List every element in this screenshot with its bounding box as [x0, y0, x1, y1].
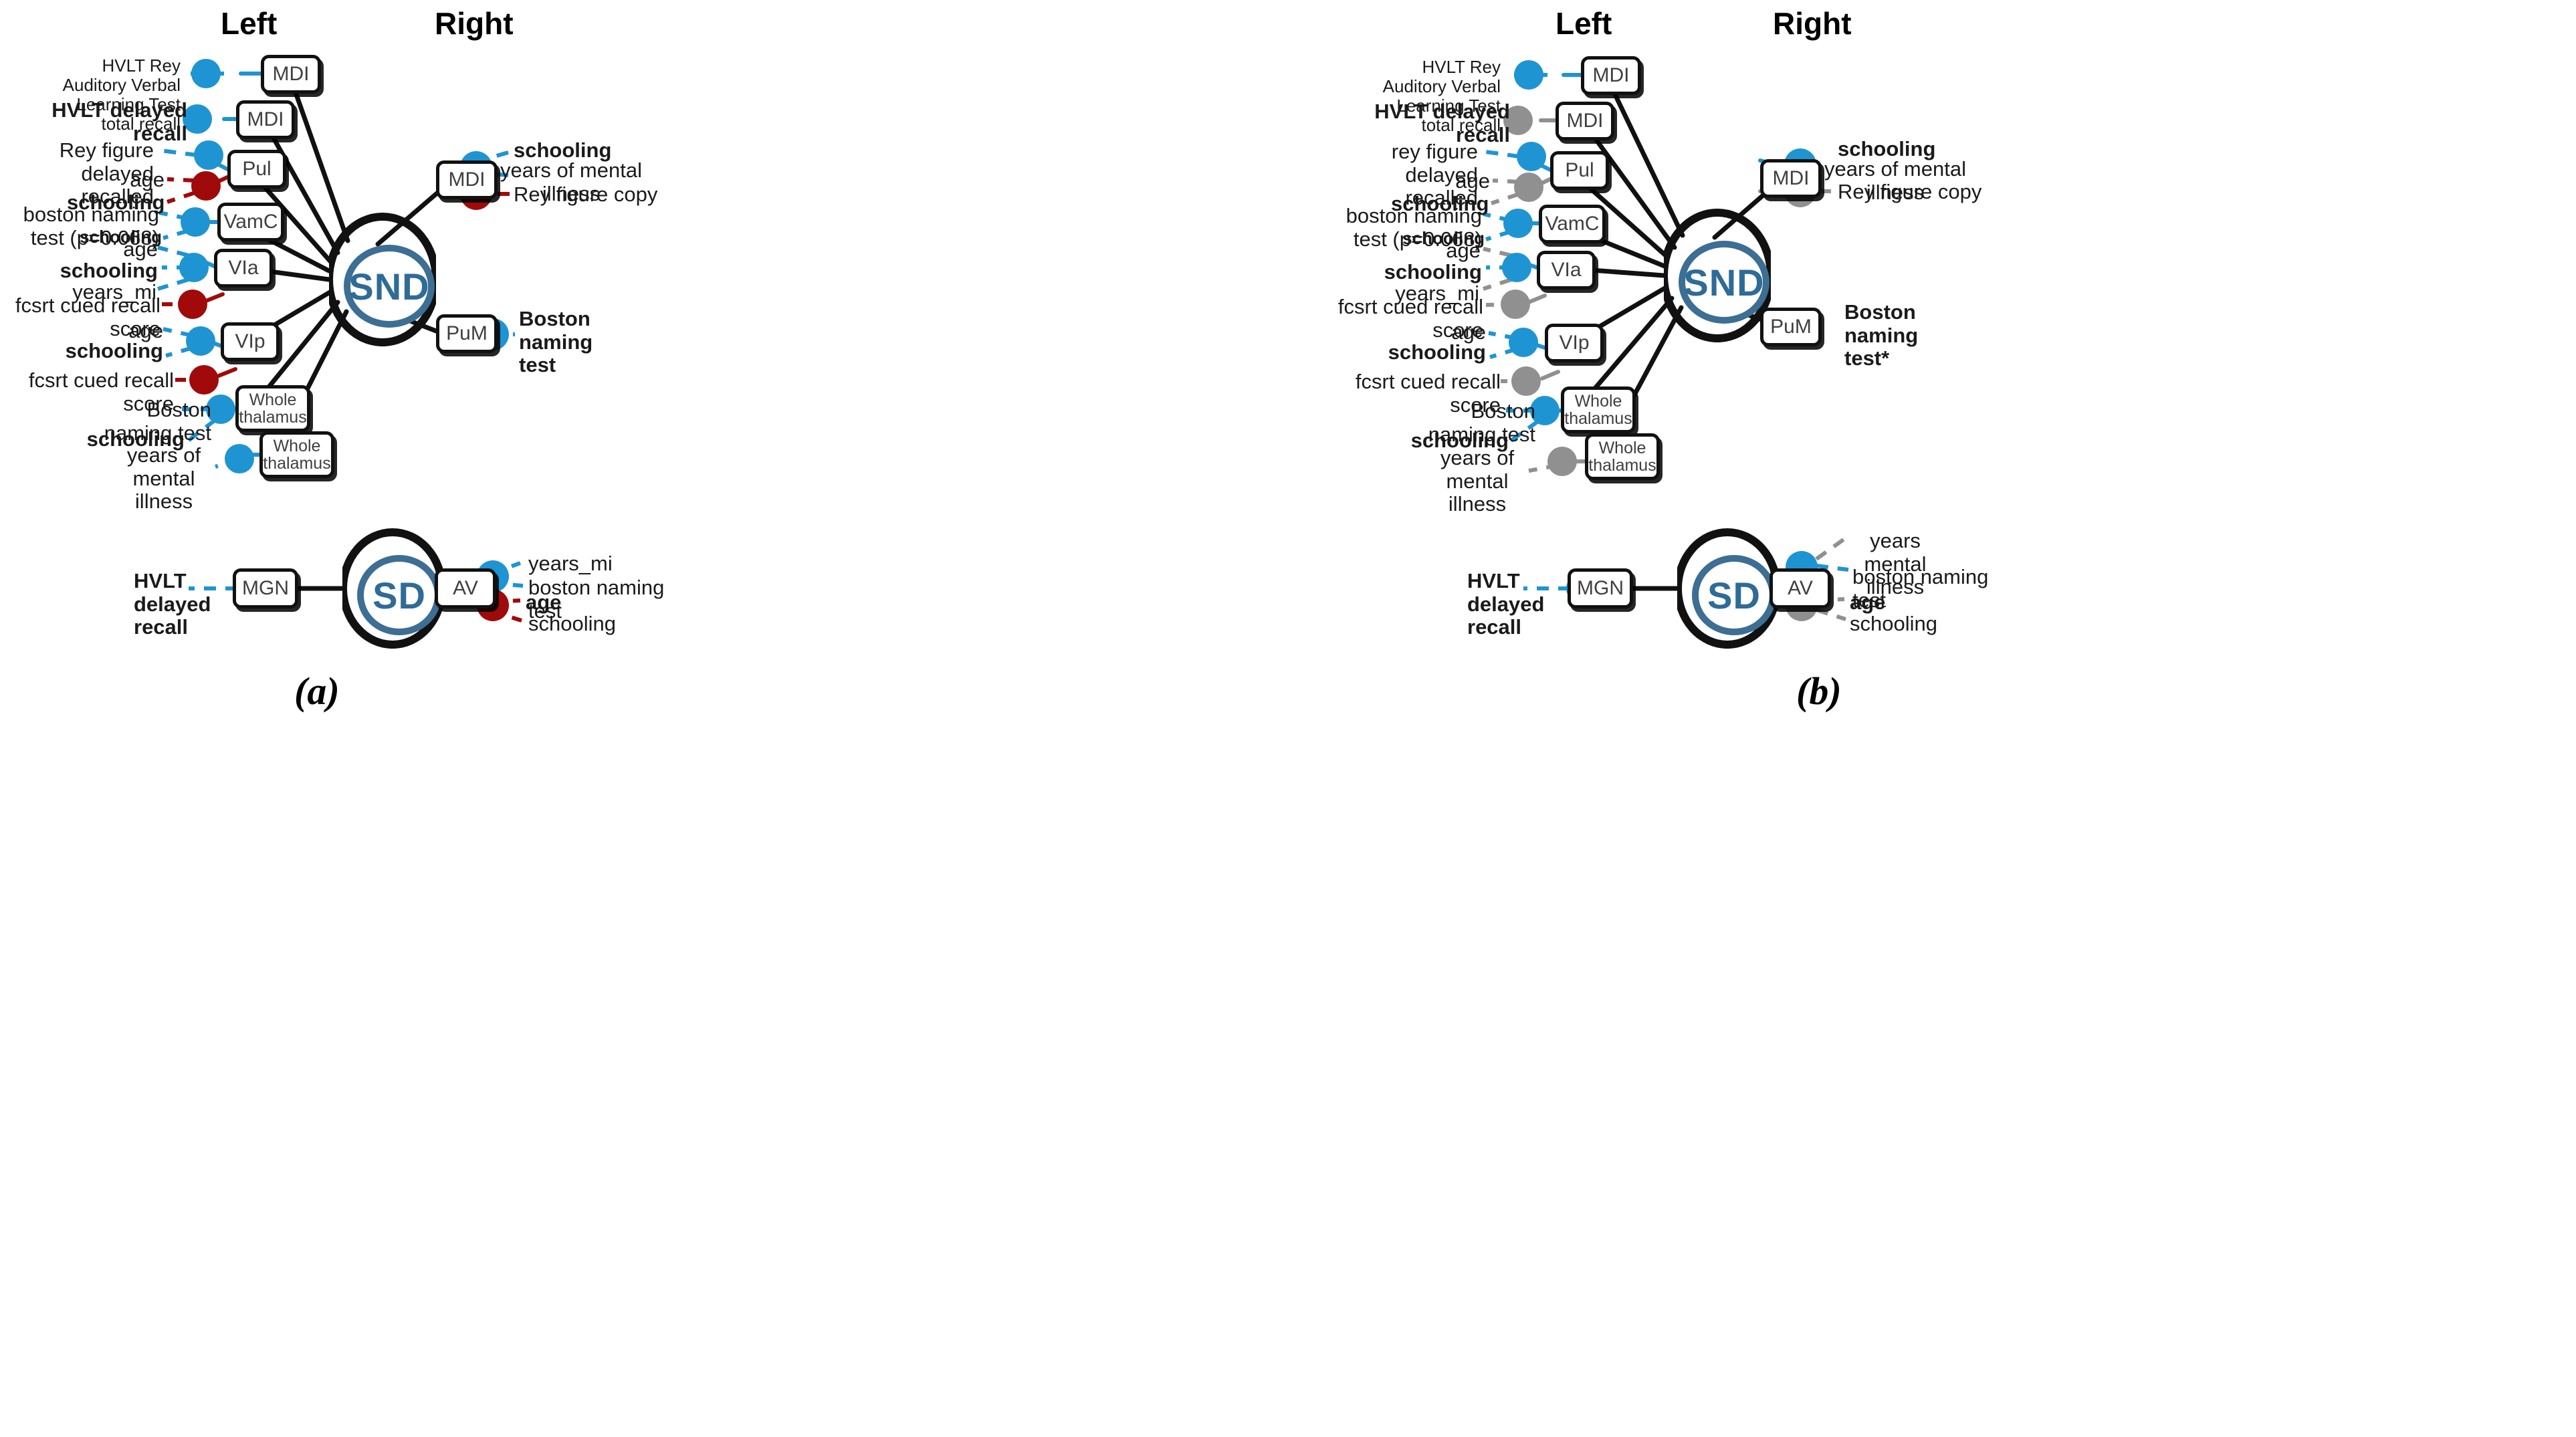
- label-a-pul1: Rey figure delayed recalled: [59, 138, 154, 209]
- box-via-b[interactable]: VIa: [1537, 251, 1596, 290]
- box-vamc-a[interactable]: VamC: [217, 203, 284, 241]
- hub-snd-b-label: SND: [1683, 261, 1765, 304]
- box-mdi-b1[interactable]: MDI: [1581, 56, 1641, 95]
- label-b-av2: boston naming test: [1852, 565, 1989, 612]
- hub-sd-a-label: SD: [372, 574, 426, 617]
- box-pul-b[interactable]: Pul: [1550, 151, 1609, 190]
- box-vip-b[interactable]: VIp: [1545, 324, 1604, 362]
- label-a-via4: fcsrt cued recall score: [15, 294, 160, 340]
- hub-snd-a-label: SND: [348, 265, 430, 308]
- label-b-mdi1: HVLT Rey Auditory Verbal Learning Test t…: [1382, 57, 1501, 136]
- label-b-mdir3: Rey figure copy: [1838, 180, 1982, 203]
- label-b-av4: schooling: [1850, 612, 1937, 635]
- label-a-wt2: years of mental illness: [126, 443, 201, 514]
- label-b-av1: years mental illness: [1864, 529, 1927, 599]
- label-b-vip1: age: [1451, 320, 1486, 344]
- label-a-mdir2: years of mental illness: [500, 158, 642, 205]
- box-mdi-a1[interactable]: MDI: [261, 55, 321, 94]
- label-b-pul1: rey figure delayed recalled: [1391, 140, 1478, 210]
- hub-snd-b: SND: [1664, 209, 1771, 342]
- label-a-av1: years_mi: [528, 552, 613, 575]
- box-mgn-b[interactable]: MGN: [1568, 568, 1633, 609]
- label-b-via3: years_mi: [1395, 282, 1479, 305]
- label-a-pum: Boston naming test: [519, 307, 593, 377]
- panel-b-header-left: Left: [1555, 6, 1612, 41]
- label-a-mdi1: HVLT Rey Auditory Verbal Learning Test t…: [62, 56, 181, 134]
- label-a-vip3: fcsrt cued recall score: [28, 368, 174, 415]
- box-mdi-a-right[interactable]: MDI: [436, 160, 498, 199]
- box-pum-b[interactable]: PuM: [1760, 308, 1822, 346]
- box-vamc-b[interactable]: VamC: [1539, 205, 1606, 243]
- label-a-vip1: age: [128, 319, 163, 342]
- label-b-mdir1: schooling: [1838, 137, 1936, 160]
- hub-sd-a-core: SD: [357, 555, 441, 635]
- label-b-vip3: fcsrt cued recall score: [1355, 370, 1501, 417]
- label-a-pul2: age: [130, 168, 165, 191]
- panel-a: Left Right: [15, 6, 665, 713]
- panel-b-caption: (b): [1796, 669, 1842, 713]
- label-b-mdir2: years of mental illness: [1824, 157, 1966, 204]
- hub-snd-b-core: SND: [1679, 241, 1769, 324]
- box-pul-a[interactable]: Pul: [227, 150, 286, 189]
- label-a-av3: age: [526, 590, 562, 614]
- hub-sd-b-core: SD: [1692, 555, 1776, 635]
- panel-b: Left Right: [1288, 0, 2576, 1437]
- label-b-mdi2: HVLT delayed recall: [1374, 100, 1510, 146]
- hub-sd-b-label: SD: [1707, 574, 1761, 617]
- label-b-wt1a: Boston naming test: [1428, 399, 1535, 446]
- label-b-via2: schooling: [1384, 260, 1482, 284]
- label-a-mdir1: schooling: [514, 138, 612, 162]
- label-b-av3: age: [1850, 590, 1886, 614]
- label-b-vamc1: boston naming test (p=0.068): [1346, 204, 1482, 251]
- label-a-wt1a: Boston naming test: [104, 398, 211, 445]
- label-a-mdir3: Rey figure copy: [514, 183, 658, 206]
- label-a-via1: age: [123, 237, 158, 261]
- box-whole-thalamus-a1[interactable]: Whole thalamus: [235, 385, 310, 432]
- label-a-pul3: schooling: [67, 191, 165, 214]
- panel-b-header-right: Right: [1773, 6, 1852, 41]
- box-whole-thalamus-a2[interactable]: Whole thalamus: [259, 431, 334, 478]
- hub-snd-a-core: SND: [344, 245, 435, 328]
- label-b-wt1b: schooling: [1410, 429, 1509, 452]
- panel-a-header-right: Right: [435, 6, 514, 41]
- label-a-av2: boston naming test: [528, 576, 665, 623]
- hub-snd-a: SND: [329, 213, 436, 346]
- box-av-b[interactable]: AV: [1769, 568, 1831, 609]
- label-b-vip2: schooling: [1388, 340, 1486, 364]
- label-b-via1: age: [1446, 239, 1481, 262]
- label-a-wt1b: schooling: [86, 427, 185, 451]
- box-mdi-b-right[interactable]: MDI: [1760, 159, 1822, 198]
- panel-a-connector-layer: [154, 59, 524, 623]
- label-a-vip2: schooling: [65, 339, 163, 362]
- panel-a-caption: (a): [294, 669, 340, 713]
- label-b-mgn: HVLT delayed recall: [1467, 569, 1545, 639]
- label-a-via2: schooling: [60, 259, 158, 282]
- label-b-pul3: schooling: [1391, 192, 1489, 215]
- box-via-a[interactable]: VIa: [214, 249, 273, 288]
- label-b-pul2: age: [1455, 169, 1490, 193]
- label-a-via3: years_mi: [72, 280, 156, 304]
- label-b-vamc2: schooling: [1402, 228, 1485, 248]
- box-whole-thalamus-b1[interactable]: Whole thalamus: [1561, 386, 1636, 433]
- label-a-mgn: HVLT delayed recall: [134, 569, 211, 639]
- box-av-a[interactable]: AV: [435, 568, 496, 609]
- label-a-mdi2: HVLT delayed recall: [51, 98, 187, 145]
- box-whole-thalamus-b2[interactable]: Whole thalamus: [1585, 433, 1660, 480]
- label-b-via4: fcsrt cued recall score: [1337, 295, 1483, 342]
- label-a-vamc1: boston naming test (p=0.068): [23, 203, 159, 249]
- panel-a-header-left: Left: [221, 6, 278, 41]
- hub-sd-b: SD: [1677, 528, 1778, 649]
- label-a-av4: schooling: [528, 612, 616, 635]
- box-mdi-a2[interactable]: MDI: [236, 100, 295, 139]
- label-b-pum: Boston naming test*: [1844, 300, 1919, 370]
- box-pum-a[interactable]: PuM: [436, 314, 498, 353]
- label-a-vamc2: schooling: [80, 227, 162, 247]
- box-mdi-b2[interactable]: MDI: [1555, 102, 1614, 140]
- hub-sd-a: SD: [342, 528, 443, 649]
- label-b-wt2: years of mental illness: [1440, 446, 1515, 516]
- box-vip-a[interactable]: VIp: [221, 322, 280, 361]
- box-mgn-a[interactable]: MGN: [233, 568, 298, 609]
